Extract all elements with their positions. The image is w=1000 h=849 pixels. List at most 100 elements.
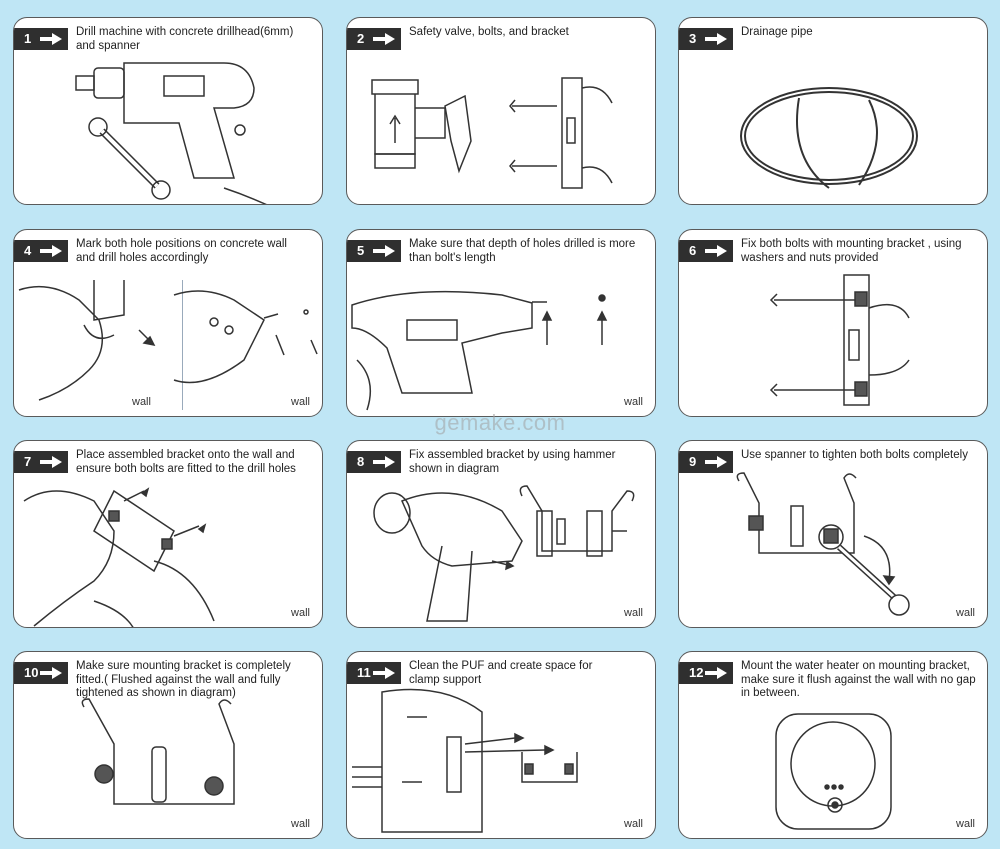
arrow-up-icon: [543, 295, 606, 345]
step-badge: 9: [679, 451, 733, 473]
step-number: 5: [357, 243, 365, 258]
step-number: 1: [24, 31, 32, 46]
step-caption: Drainage pipe: [741, 26, 813, 38]
bracket-with-bolts-illustration: [679, 230, 988, 417]
step-badge: 11: [347, 662, 401, 684]
wall-label: wall: [291, 396, 310, 408]
step-caption: Mount the water heater on mounting brack…: [741, 660, 976, 699]
spanner-icon: [89, 118, 170, 199]
bracket-icon: [520, 486, 633, 556]
step-badge: 6: [679, 240, 733, 262]
hands-marking-icon: [19, 280, 154, 400]
step-badge: 1: [14, 28, 68, 50]
step-badge: 5: [347, 240, 401, 262]
bracket-icon: [82, 699, 234, 804]
step-caption: Safety valve, bolts, and bracket: [409, 26, 569, 38]
step-caption: Fix both bolts with mounting bracket , u…: [741, 238, 962, 264]
wall-label: wall: [956, 818, 975, 830]
drill-icon: [352, 292, 547, 410]
water-heater-icon: [776, 714, 891, 829]
safety-valve-icon: [372, 80, 471, 171]
step-number: 9: [689, 454, 697, 469]
step-caption: Place assembled bracket onto the wall an…: [76, 449, 296, 475]
mark-and-drill-illustration: [14, 230, 323, 417]
step-5-panel: 5 Make sure that depth of holes drilled …: [346, 229, 656, 417]
step-number: 4: [24, 243, 32, 258]
step-10-panel: 10 Make sure mounting bracket is complet…: [13, 651, 323, 839]
place-bracket-illustration: [14, 441, 323, 628]
arrow-right-icon: [40, 456, 62, 468]
step-badge: 7: [14, 451, 68, 473]
bracket-fitted-illustration: [14, 652, 323, 839]
step-number: 3: [689, 31, 697, 46]
arrow-right-icon: [373, 33, 395, 45]
hole-depth-illustration: [347, 230, 656, 417]
watermark: gemake.com: [434, 410, 566, 435]
drainage-pipe-icon: [741, 88, 917, 188]
wall-label: wall: [624, 607, 643, 619]
step-number: 2: [357, 31, 365, 46]
wall-label: wall: [624, 396, 643, 408]
bracket-icon: [562, 78, 612, 188]
step-caption: Drill machine with concrete drillhead(6m…: [76, 26, 294, 52]
wall-label: wall: [291, 818, 310, 830]
arrow-right-icon: [373, 456, 395, 468]
wall-label: wall: [624, 818, 643, 830]
step-number: 11: [357, 665, 371, 680]
step-2-panel: 2 Safety valve, bolts, and bracket: [346, 17, 656, 205]
heater-back-icon: [352, 690, 482, 833]
arrow-right-icon: [40, 33, 62, 45]
step-caption: Make sure mounting bracket is completely…: [76, 660, 291, 699]
step-badge: 3: [679, 28, 733, 50]
step-12-panel: 12 Mount the water heater on mounting br…: [678, 651, 988, 839]
step-1-panel: 1 Drill machine with concrete drillhead(…: [13, 17, 323, 205]
step-6-panel: 6 Fix both bolts with mounting bracket ,…: [678, 229, 988, 417]
hands-bracket-icon: [24, 489, 214, 628]
bolts-icon: [510, 100, 557, 172]
spanner-icon: [819, 525, 909, 615]
bracket-icon: [737, 473, 856, 553]
tighten-bolts-illustration: [679, 441, 988, 628]
drill-icon: [174, 291, 317, 383]
step-badge: 12: [679, 662, 733, 684]
step-badge: 8: [347, 451, 401, 473]
arrow-right-icon: [40, 245, 62, 257]
arrow-right-icon: [373, 667, 395, 679]
step-7-panel: 7 Place assembled bracket onto the wall …: [13, 440, 323, 628]
step-number: 8: [357, 454, 365, 469]
wall-label: wall: [291, 607, 310, 619]
arrow-right-icon: [705, 245, 727, 257]
drainage-pipe-illustration: [679, 18, 988, 205]
wall-label: wall: [956, 607, 975, 619]
drill-icon: [76, 63, 284, 205]
step-caption: Use spanner to tighten both bolts comple…: [741, 449, 968, 461]
step-badge: 10: [14, 662, 68, 684]
bracket-icon: [465, 734, 577, 782]
mount-heater-illustration: [679, 652, 988, 839]
step-3-panel: 3 Drainage pipe: [678, 17, 988, 205]
step-4-panel: 4 Mark both hole positions on concrete w…: [13, 229, 323, 417]
step-caption: Make sure that depth of holes drilled is…: [409, 238, 636, 264]
arrow-right-icon: [705, 456, 727, 468]
step-badge: 2: [347, 28, 401, 50]
valve-bolts-bracket-illustration: [347, 18, 656, 205]
step-badge: 4: [14, 240, 68, 262]
drill-and-spanner-illustration: [14, 18, 323, 205]
step-9-panel: 9 Use spanner to tighten both bolts comp…: [678, 440, 988, 628]
arrow-right-icon: [373, 245, 395, 257]
hammer-illustration: [347, 441, 656, 628]
step-number: 10: [24, 665, 39, 680]
step-caption: Mark both hole positions on concrete wal…: [76, 238, 287, 264]
bracket-with-bolts-icon: [771, 275, 909, 405]
step-number: 6: [689, 243, 697, 258]
step-number: 12: [689, 665, 704, 680]
hammer-icon: [374, 493, 522, 621]
arrow-right-icon: [705, 33, 727, 45]
clean-puf-illustration: [347, 652, 656, 839]
step-number: 7: [24, 454, 32, 469]
arrow-right-icon: [705, 667, 727, 679]
